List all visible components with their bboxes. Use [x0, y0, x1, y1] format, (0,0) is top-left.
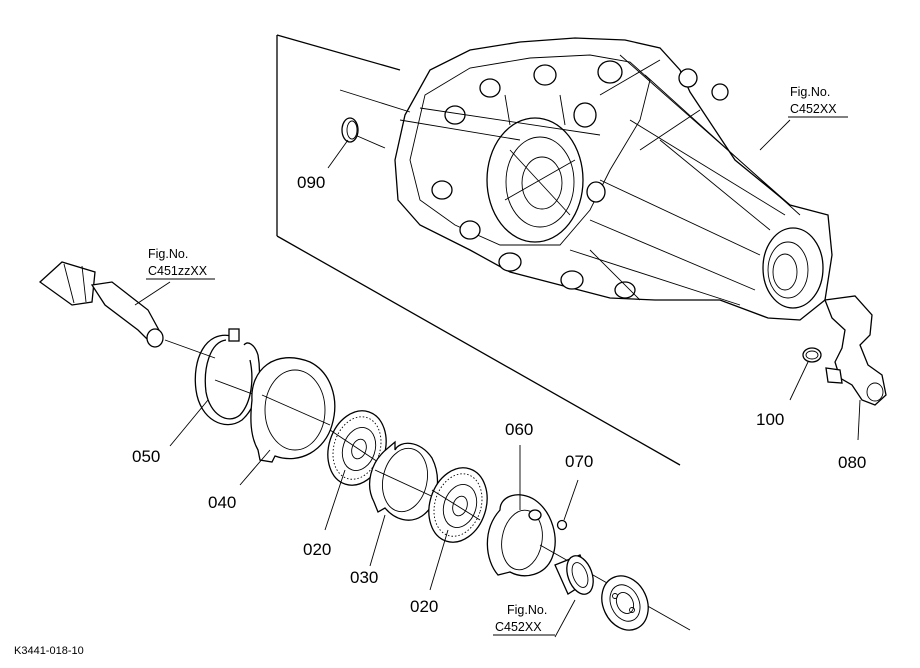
input-shaft [38, 261, 216, 359]
assembly-frame-lines [276, 34, 681, 466]
axis-line-upper [339, 89, 411, 113]
axis-line-090 [354, 134, 386, 149]
part-100-o-ring [789, 347, 822, 401]
drawing-reference-number: K3441-018-10 [14, 645, 84, 657]
part-050-snap-ring [169, 328, 261, 447]
part-label-100: 100 [756, 410, 784, 429]
part-080-lever [824, 295, 887, 441]
part-020-friction-disc-2 [428, 467, 488, 591]
part-label-090: 090 [297, 173, 325, 192]
part-label-020-second: 020 [410, 597, 438, 616]
part-label-050: 050 [132, 447, 160, 466]
part-070-ball [556, 479, 579, 531]
part-label-020-first: 020 [303, 540, 331, 559]
fig-ref-c452-top: Fig.No. C452XX [788, 85, 848, 118]
part-060-collar [486, 445, 556, 577]
fig-ref-line2: C452XX [495, 620, 542, 634]
part-030-separator-plate [368, 440, 441, 567]
part-040-plate [239, 357, 336, 486]
transmission-case [394, 37, 833, 321]
fig-ref-line2: C452XX [790, 102, 837, 116]
part-label-070: 070 [565, 452, 593, 471]
fig-ref-c452-bottom: Fig.No. C452XX [493, 603, 555, 636]
part-label-060: 060 [505, 420, 533, 439]
part-label-040: 040 [208, 493, 236, 512]
fig-ref-line1: Fig.No. [507, 603, 547, 617]
fig-ref-c451: Fig.No. C451zzXX [146, 247, 215, 280]
part-label-080: 080 [838, 453, 866, 472]
fig-ref-line1: Fig.No. [790, 85, 830, 99]
part-label-030: 030 [350, 568, 378, 587]
needle-bearing [554, 554, 594, 595]
fig-ref-line2: C451zzXX [148, 264, 208, 278]
fig-ref-line1: Fig.No. [148, 247, 188, 261]
part-090-ring [327, 117, 359, 169]
fig-ref-leaders [134, 119, 791, 638]
ball-bearing [601, 575, 649, 631]
